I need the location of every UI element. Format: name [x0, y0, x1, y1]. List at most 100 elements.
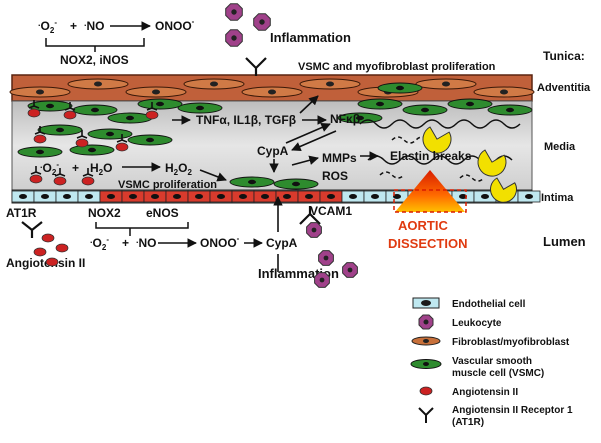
- leukocyte-cluster-top: [225, 3, 271, 47]
- svg-text:TNFα, IL1β, TGFβ: TNFα, IL1β, TGFβ: [196, 113, 296, 127]
- angiotensin-molecule: [53, 176, 67, 186]
- svg-text:eNOS: eNOS: [146, 206, 179, 220]
- fibroblast-nucleus: [442, 81, 450, 87]
- vsmc-nucleus: [126, 115, 134, 121]
- endothelial-nucleus: [41, 194, 49, 199]
- vsmc-nucleus: [36, 149, 44, 155]
- at1r-receptor: [116, 134, 128, 143]
- angiotensin-molecule: [29, 174, 43, 184]
- angiotensin-molecule: [63, 110, 77, 120]
- media-label: Media: [544, 141, 576, 153]
- svg-text:CypA: CypA: [266, 236, 298, 250]
- angiotensin-molecule: [145, 110, 159, 120]
- at1r-receptor: [34, 126, 46, 135]
- svg-text:+: +: [72, 161, 79, 175]
- legend-angiotensin: Angiotensin II: [452, 387, 518, 398]
- at1r-receptor: [54, 168, 66, 177]
- angiotensin-molecule: [75, 138, 89, 148]
- leukocyte-nucleus: [259, 19, 265, 25]
- legend-endothelial: Endothelial cell: [452, 299, 526, 310]
- angiotensin-molecule: [33, 247, 47, 257]
- leukocyte-cluster-bottom: [306, 222, 358, 288]
- dissection-label-1: AORTIC: [398, 218, 448, 233]
- vsmc-nucleus: [292, 181, 300, 187]
- dissection-label-2: DISSECTION: [388, 236, 467, 251]
- endothelial-nucleus: [151, 194, 159, 199]
- endothelial-nucleus: [195, 194, 203, 199]
- vsmc-nucleus: [106, 131, 114, 137]
- svg-text:ONOO-: ONOO-: [200, 234, 240, 250]
- vsmc-nucleus: [421, 107, 429, 113]
- vsmc-nucleus: [88, 147, 96, 153]
- fibroblast-nucleus: [152, 89, 160, 95]
- endothelial-nucleus: [173, 194, 181, 199]
- fibroblast-nucleus: [36, 89, 44, 95]
- svg-text:MMPs: MMPs: [322, 151, 357, 165]
- angiotensin-receptors: [27, 100, 159, 186]
- angiotensin-cluster-bottom: [33, 233, 69, 267]
- endothelial-nucleus: [107, 194, 115, 199]
- endothelial-nucleus: [481, 194, 489, 199]
- at1r-receptor: [82, 168, 94, 177]
- intima-label: Intima: [541, 192, 574, 204]
- receptor-top-icon: [245, 57, 267, 76]
- angiotensin-molecule: [45, 257, 59, 267]
- svg-text:+: +: [122, 236, 129, 250]
- endothelial-nucleus: [63, 194, 71, 199]
- svg-text:.O2-: .O2-: [90, 235, 109, 252]
- endothelial-nucleus: [305, 194, 313, 199]
- svg-text:CypA: CypA: [257, 144, 289, 158]
- svg-text:H2O2: H2O2: [165, 161, 192, 177]
- at1r-receptor: [64, 102, 76, 111]
- media-annotations: TNFα, IL1β, TGFβ NFκβ .O2- + H2O H2O2 VS…: [40, 95, 472, 191]
- fibroblast-nucleus: [210, 81, 218, 87]
- at1r-bottom-icon: [21, 221, 43, 238]
- leukocyte-nucleus: [231, 35, 237, 41]
- inflammation-label-top: Inflammation: [270, 30, 351, 45]
- vsmc-nucleus: [56, 127, 64, 133]
- svg-text:ROS: ROS: [322, 169, 348, 183]
- vsmc-nucleus: [376, 101, 384, 107]
- endothelial-nucleus: [261, 194, 269, 199]
- vsmc-nucleus: [396, 85, 404, 91]
- svg-text:NFκβ: NFκβ: [330, 112, 360, 126]
- at1r-receptor: [30, 166, 42, 175]
- endothelial-nucleus: [393, 194, 401, 199]
- fibroblast-nucleus: [94, 81, 102, 87]
- at1r-receptor: [76, 130, 88, 139]
- endothelial-nucleus: [217, 194, 225, 199]
- svg-text:NOX2, iNOS: NOX2, iNOS: [60, 53, 129, 67]
- fibroblast-nucleus: [326, 81, 334, 87]
- svg-text:VSMC proliferation: VSMC proliferation: [118, 179, 217, 191]
- vsmc-nucleus: [156, 101, 164, 107]
- lumen-label: Lumen: [543, 234, 586, 249]
- endothelial-nucleus: [239, 194, 247, 199]
- endothelial-nucleus: [371, 194, 379, 199]
- vsmc-nucleus: [196, 105, 204, 111]
- fibroblast-nucleus: [500, 89, 508, 95]
- endothelial-nucleus: [349, 194, 357, 199]
- vsmc-cells: [17, 82, 533, 190]
- angiotensin-icon: [419, 386, 433, 396]
- at1r-icon: [418, 407, 434, 423]
- svg-text:AT1R: AT1R: [6, 206, 37, 220]
- leukocyte-nucleus: [323, 255, 329, 261]
- vsmc-nucleus: [46, 103, 54, 109]
- tunica-label: Tunica:: [543, 49, 585, 63]
- svg-text:Angiotensin II: Angiotensin II: [6, 256, 85, 270]
- endothelial-nucleus: [327, 194, 335, 199]
- legend-leukocyte: Leukocyte: [452, 318, 502, 329]
- angiotensin-molecule: [55, 243, 69, 253]
- svg-text:.O2-: .O2-: [38, 18, 57, 35]
- legend-vsmc-1: Vascular smooth: [452, 356, 532, 367]
- proliferation-label: VSMC and myofibroblast proliferation: [298, 61, 496, 73]
- angiotensin-molecule: [33, 134, 47, 144]
- legend-at1r-2: (AT1R): [452, 417, 484, 428]
- vsmc-nucleus: [466, 101, 474, 107]
- endothelial-nucleus: [459, 194, 467, 199]
- endothelial-nucleus: [129, 194, 137, 199]
- svg-text:H2O: H2O: [90, 161, 112, 177]
- at1r-receptor: [28, 100, 40, 109]
- svg-text:VCAM1: VCAM1: [310, 204, 352, 218]
